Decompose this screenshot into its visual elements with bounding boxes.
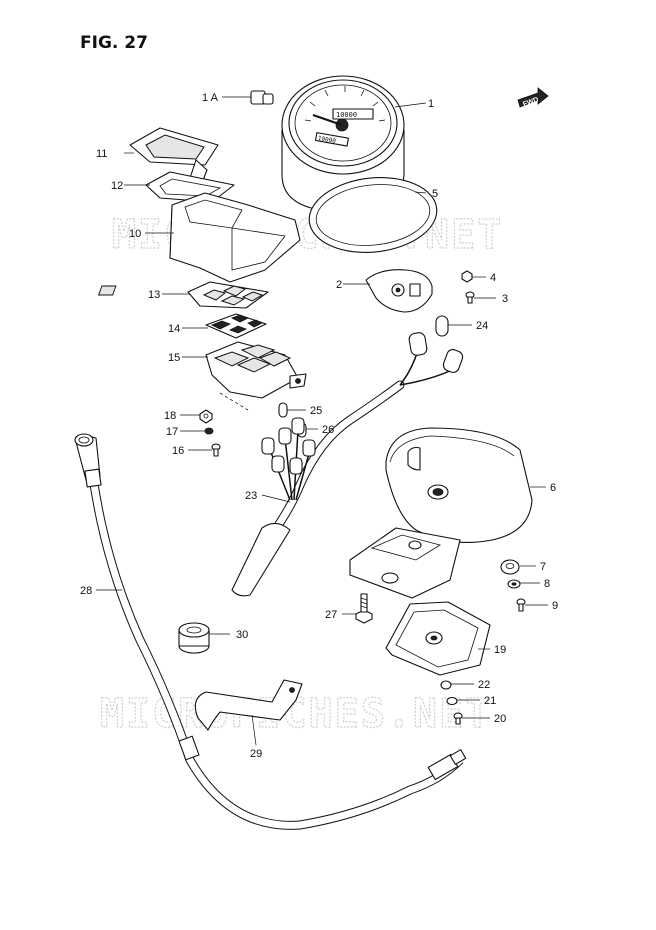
callout-4: 4 [490,272,496,284]
plate-14-drawing [205,313,267,339]
bracket-19-drawing [385,601,491,676]
callout-11: 11 [96,148,107,160]
callout-20: 20 [494,713,506,725]
callout-1a: 1 A [202,92,219,104]
callout-28: 28 [80,585,92,597]
callout-21: 21 [484,695,496,707]
callout-3: 3 [502,293,508,305]
callout-13: 13 [148,289,160,301]
callouts: 1 A 1 5 11 12 10 2 4 3 13 14 24 15 18 25… [80,92,558,760]
clamp-29-drawing [194,679,303,731]
bulb-1a-drawing [250,90,274,105]
callout-24: 24 [476,320,488,332]
washer-4-drawing [461,270,473,283]
grommet-30-drawing [178,622,210,654]
screw-9-drawing [516,598,526,612]
screw-16-drawing [211,443,221,457]
speedometer-cable-28-drawing [74,433,467,830]
callout-9: 9 [552,600,558,612]
washer-22-drawing [440,680,452,690]
screw-3-drawing [465,291,475,304]
callout-14: 14 [168,323,180,335]
callout-22: 22 [478,679,490,691]
leader-lines [96,96,548,746]
cushion-ring-drawing [308,177,438,253]
callout-6: 6 [550,482,556,494]
figure-title: FIG. 27 [80,33,148,53]
callout-7: 7 [540,561,546,573]
bolt-27-drawing [355,593,373,624]
callout-17: 17 [166,426,178,438]
callout-30: 30 [236,629,248,641]
bulb-25-drawing [278,402,288,418]
callout-18: 18 [164,410,176,422]
callout-19: 19 [494,644,506,656]
callout-16: 16 [172,445,184,457]
callout-29: 29 [250,748,262,760]
callout-12: 12 [111,180,123,192]
odometer-text: 10000 [336,111,357,119]
callout-10: 10 [129,228,141,240]
cushion-7-drawing [500,559,520,575]
fwd-arrow-icon: FWD [517,87,549,108]
nut-17-drawing [204,427,214,435]
callout-2: 2 [336,279,342,291]
indicator-base-15-drawing [205,341,307,399]
wiring-harness-23-drawing [231,332,464,597]
callout-5: 5 [432,188,438,200]
callout-1: 1 [428,98,434,110]
callout-15: 15 [168,352,180,364]
tripmeter-text: 10000 [317,135,336,145]
callout-27: 27 [325,609,337,621]
callout-8: 8 [544,578,550,590]
washer-8-drawing [507,579,521,589]
callout-26: 26 [322,424,334,436]
washer-21-drawing [446,696,458,706]
bulb-24-drawing [435,315,449,337]
screw-20-drawing [453,712,463,725]
callout-23: 23 [245,490,257,502]
indicator-case-10-drawing [169,192,301,283]
washer-18-drawing [199,409,213,424]
socket-2-drawing [365,269,433,313]
callout-25: 25 [310,405,322,417]
meter-case-6-drawing [349,427,533,599]
lens-13-drawing [97,281,269,309]
